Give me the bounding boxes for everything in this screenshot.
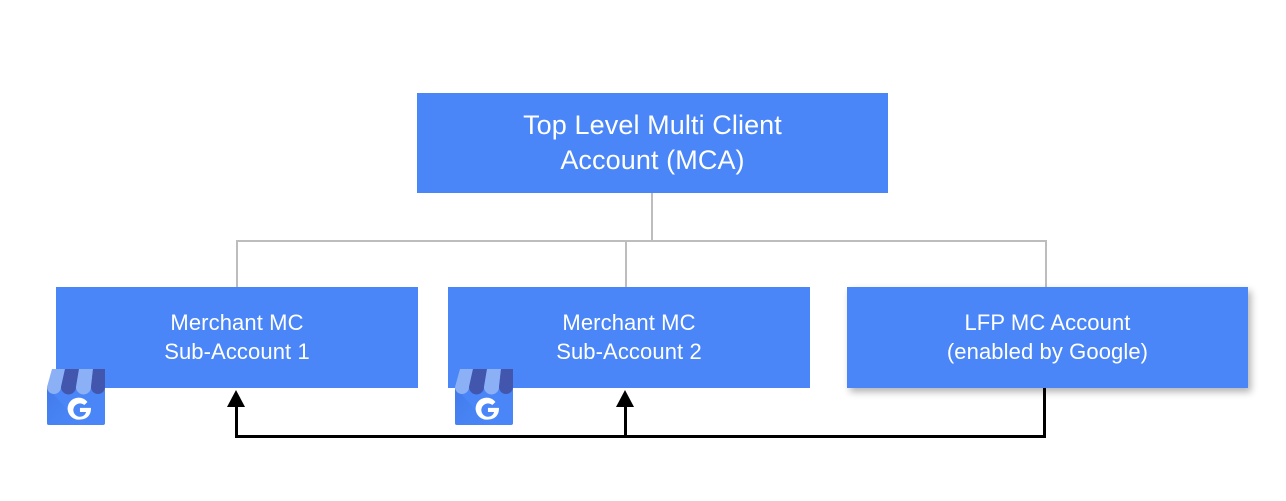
feedback-line-to-sub-account-1 [235,400,238,437]
arrow-head-icon [227,390,245,407]
google-my-business-icon [455,369,513,425]
feedback-line-horizontal [235,435,1046,438]
node-label-line: Merchant MC [562,309,696,335]
node-label-line: Sub-Account 2 [556,338,702,364]
node-merchant-mc-sub-account-1[interactable]: Merchant MC Sub-Account 1 [56,287,418,388]
feedback-line-from-lfp [1043,388,1046,437]
connector-down-to-lfp-account [1045,240,1047,288]
node-label-line: Account (MCA) [560,145,745,175]
feedback-line-to-sub-account-2 [624,400,627,437]
connector-down-to-sub-account-1 [236,240,238,288]
connector-horizontal-bus [236,240,1047,242]
connector-mca-down [651,193,653,242]
node-label-line: LFP MC Account [964,309,1131,335]
node-lfp-mc-account-label: LFP MC Account (enabled by Google) [947,309,1148,366]
node-label-line: Top Level Multi Client [523,109,782,140]
node-merchant-mc-sub-account-1-label: Merchant MC Sub-Account 1 [164,309,310,366]
node-lfp-mc-account[interactable]: LFP MC Account (enabled by Google) [847,287,1248,388]
connector-down-to-sub-account-2 [625,240,627,288]
node-merchant-mc-sub-account-2-label: Merchant MC Sub-Account 2 [556,309,702,366]
node-label-line: Sub-Account 1 [164,338,310,364]
node-label-line: (enabled by Google) [946,338,1149,364]
node-top-level-mca-label: Top Level Multi Client Account (MCA) [523,108,782,178]
arrow-head-icon [616,390,634,407]
node-label-line: Merchant MC [170,309,304,335]
node-top-level-mca[interactable]: Top Level Multi Client Account (MCA) [417,93,888,193]
google-my-business-icon [47,369,105,425]
